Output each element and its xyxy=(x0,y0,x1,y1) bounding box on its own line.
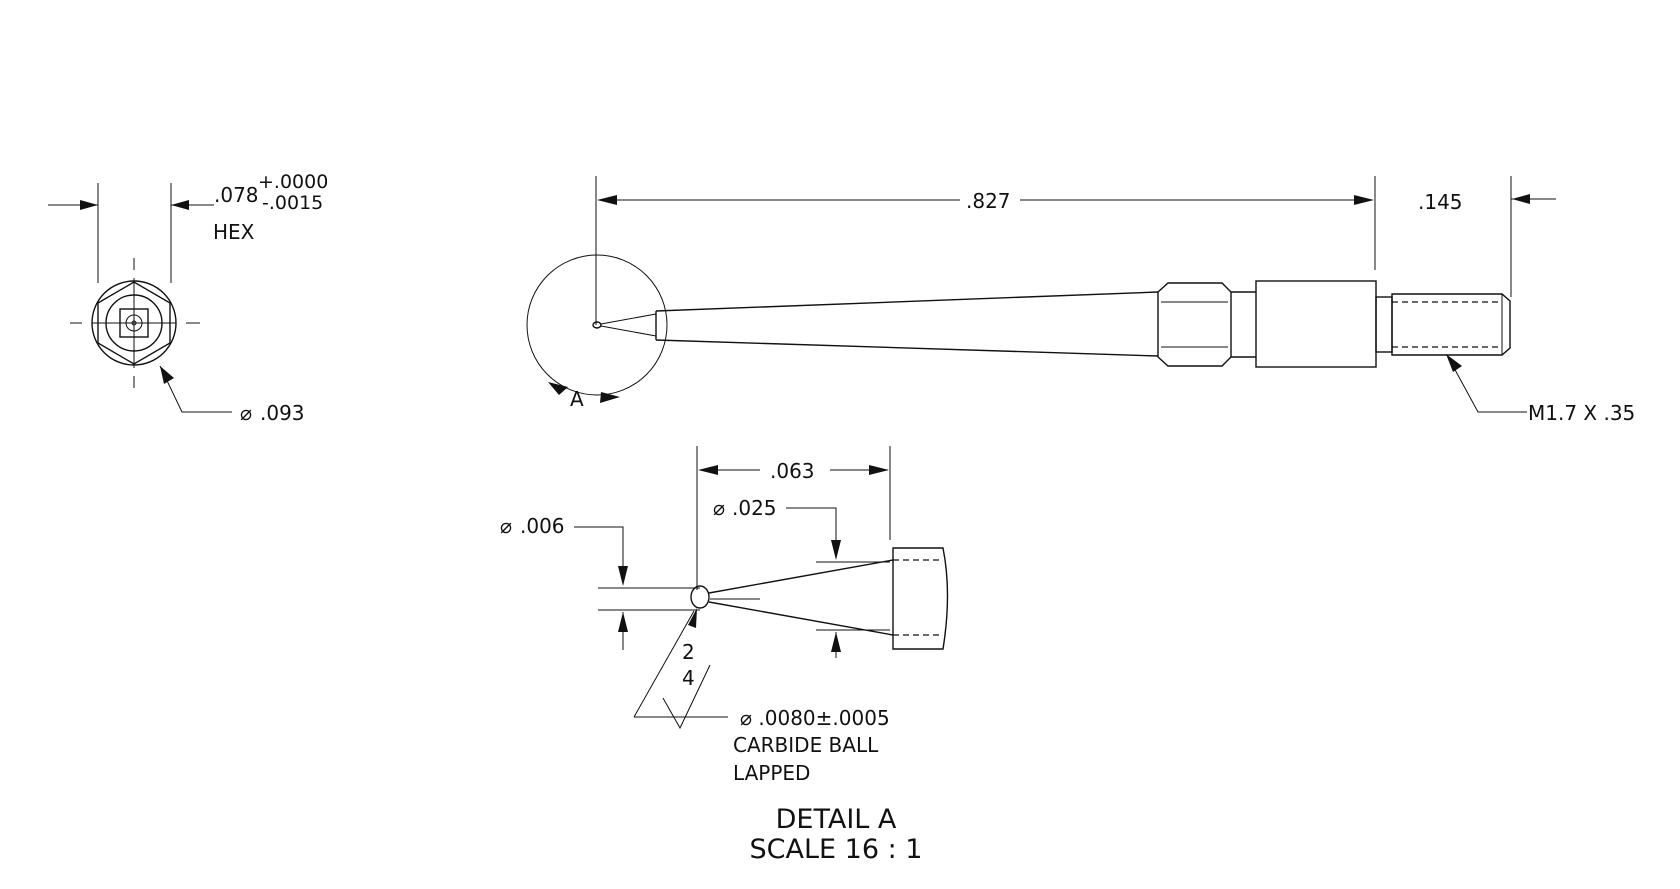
detail-a-view: .063 ⌀ .025 ⌀ .006 2 4 ⌀ . xyxy=(500,446,949,865)
hex-tolerance-plus: +.0000 xyxy=(258,171,328,193)
overall-length-dimension: .827 xyxy=(966,189,1011,213)
end-view: .078 +.0000 -.0015 HEX ⌀ .093 xyxy=(48,171,328,425)
outer-diameter-dimension: .093 xyxy=(260,401,305,425)
detail-a-callout-label: A xyxy=(570,387,584,411)
stem-diameter-dimension: .006 xyxy=(520,514,565,538)
carbide-ball xyxy=(690,585,710,609)
detail-title: DETAIL A xyxy=(776,804,897,835)
hex-size-dimension: .078 xyxy=(214,183,259,207)
detail-a-callout-circle xyxy=(526,254,668,396)
ball-diameter-spec: ⌀ .0080±.0005 xyxy=(740,706,890,730)
surface-finish-top: 2 xyxy=(682,640,695,664)
hex-label: HEX xyxy=(213,220,255,244)
side-view: .827 .145 A M1 xyxy=(526,176,1635,425)
surface-finish-bottom: 4 xyxy=(682,666,695,690)
diameter-symbol: ⌀ xyxy=(240,401,252,425)
taper-diameter-dimension: .025 xyxy=(732,496,777,520)
hex-tolerance-minus: -.0015 xyxy=(262,192,323,214)
detail-scale: SCALE 16 : 1 xyxy=(750,834,923,865)
taper-diameter-symbol: ⌀ xyxy=(713,496,725,520)
ball-finish-note: LAPPED xyxy=(733,761,810,785)
thread-spec-label: M1.7 X .35 xyxy=(1528,401,1635,425)
stem-diameter-symbol: ⌀ xyxy=(500,514,512,538)
tip-length-dimension: .063 xyxy=(770,459,815,483)
thread-length-dimension: .145 xyxy=(1418,190,1463,214)
ball-material-note: CARBIDE BALL xyxy=(733,733,879,757)
